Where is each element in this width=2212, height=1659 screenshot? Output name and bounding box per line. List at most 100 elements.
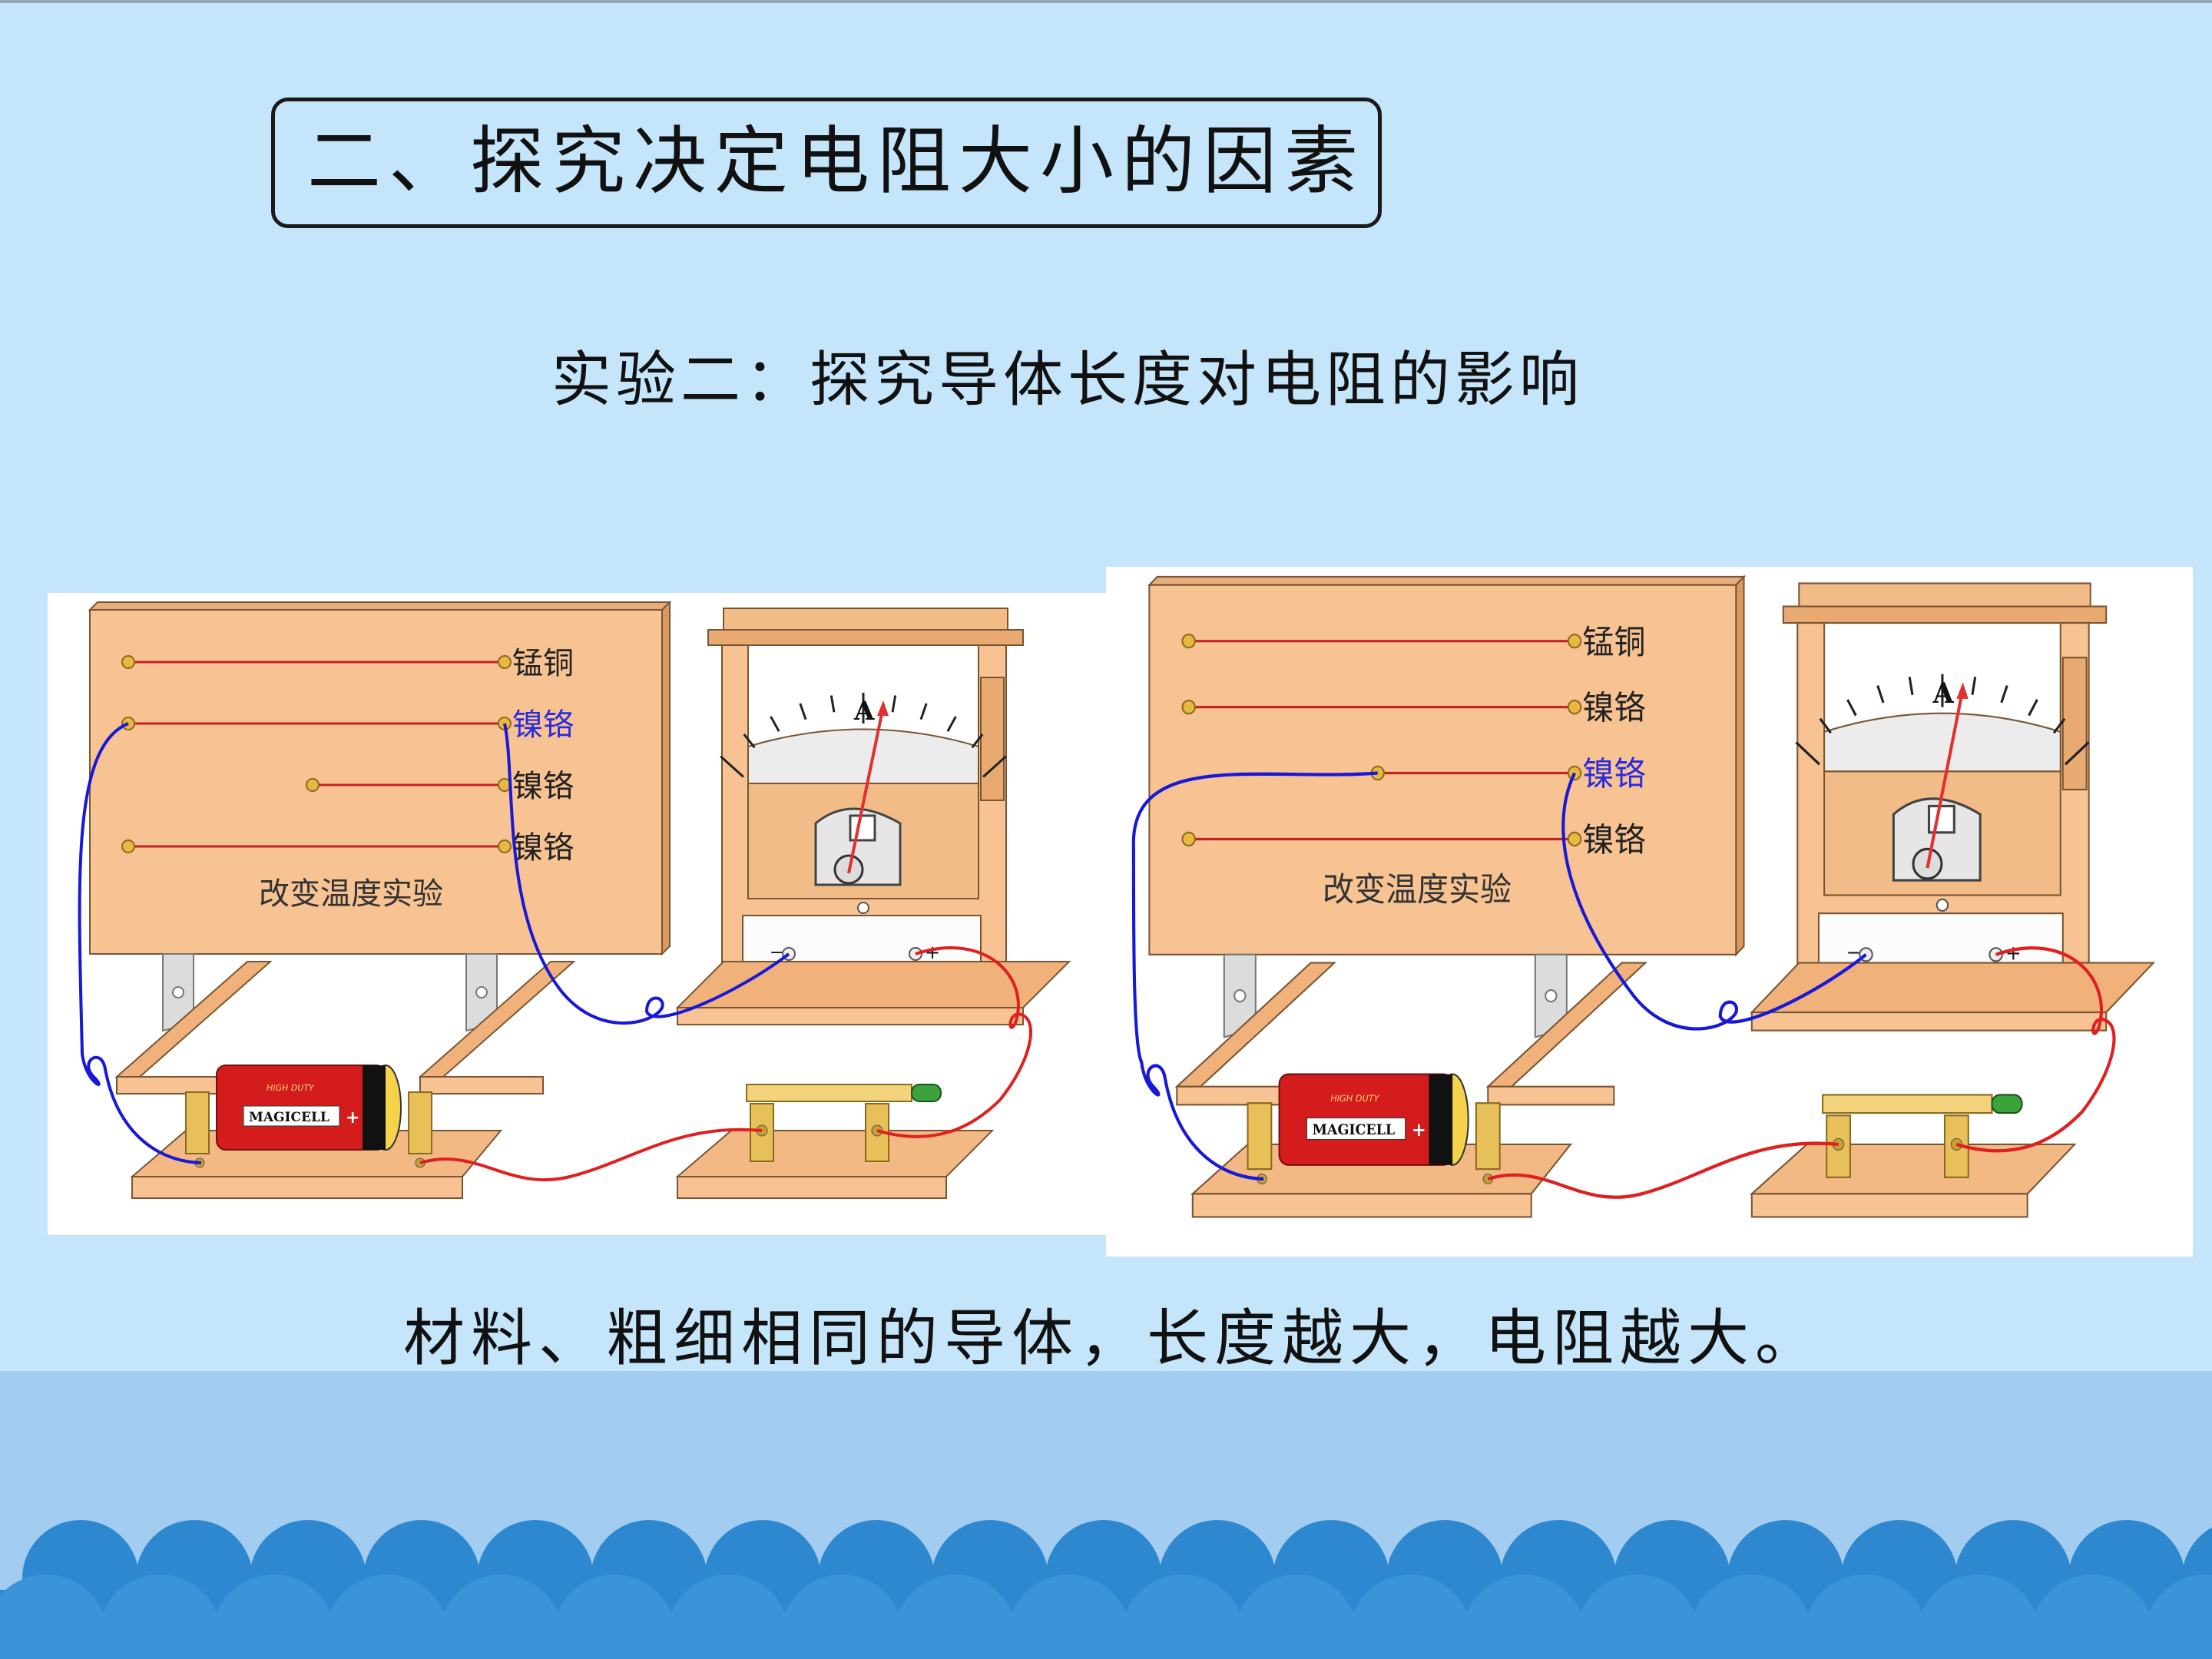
binding-post: [1181, 699, 1196, 715]
switch-platform-top: [675, 1130, 995, 1177]
wave-scallop: [1917, 1575, 2040, 1659]
terminal-plus-label: +: [925, 942, 940, 963]
wire-label: 镍铬: [512, 707, 574, 743]
battery-clip-left: [185, 1091, 210, 1154]
board-side-edge: [661, 600, 671, 956]
wave-scallop: [98, 1575, 221, 1659]
binding-post: [1567, 831, 1582, 847]
ammeter-top: [1798, 582, 2091, 608]
ammeter-pivot: [1927, 804, 1955, 834]
ammeter-tick: [830, 695, 836, 713]
ammeter-tick: [2000, 685, 2008, 704]
battery-plus: +: [1412, 1121, 1426, 1141]
ammeter-pivot: [849, 814, 876, 842]
board-side-edge: [1735, 575, 1745, 957]
wave-scallop: [1008, 1575, 1131, 1659]
ammeter-tick: [799, 703, 807, 720]
connecting-wire-blue: [1561, 772, 1867, 1031]
ammeter-tick: [946, 716, 957, 732]
ammeter-side-panel: [980, 677, 1005, 801]
wire-label: 锰铜: [512, 646, 574, 681]
wave-scallop: [1576, 1575, 1699, 1659]
wave-scallop: [2031, 1575, 2154, 1659]
ammeter-scale-arc: [1823, 712, 2061, 773]
ammeter-tick: [971, 733, 984, 749]
ammeter-tick: [1908, 677, 1914, 695]
ammeter-tick: [1971, 677, 1977, 695]
wire-label: 镍铬: [512, 830, 574, 866]
ammeter-side-panel: [2061, 657, 2088, 791]
board-label: 改变温度实验: [1323, 870, 1512, 909]
slide-title: 二、探究决定电阻大小的因素: [307, 118, 1366, 204]
ammeter-zero-screw: [1936, 898, 1949, 912]
battery-plus: +: [346, 1108, 359, 1128]
ammeter-symbol: A: [853, 696, 875, 727]
binding-post: [306, 778, 320, 792]
binding-post: [1567, 634, 1582, 649]
switch-platform: [1750, 1193, 2028, 1218]
battery-label-box: [243, 1105, 340, 1127]
conclusion-text: 材料、粗细相同的导体，长度越大，电阻越大。: [403, 1303, 1823, 1374]
ammeter-needle: [847, 706, 885, 874]
wave-scallop: [1235, 1575, 1358, 1659]
needle-tip: [1956, 682, 1969, 699]
ammeter-base: [677, 1007, 1024, 1025]
wave-scallop: [1462, 1575, 1585, 1659]
wave-scallop: [439, 1575, 562, 1659]
ammeter-tick: [2052, 717, 2066, 734]
battery-band: [1429, 1074, 1453, 1165]
battery-brand: MAGICELL: [1313, 1122, 1396, 1138]
wave-scallop: [667, 1575, 790, 1659]
board-foot-base: [1487, 1085, 1615, 1106]
connecting-wire-red: [1955, 946, 2116, 1153]
bracket-screw: [1233, 988, 1247, 1003]
connecting-wire-red: [1487, 1141, 1839, 1199]
wave-scallop: [212, 1575, 335, 1659]
wave-scallop: [0, 1575, 108, 1659]
battery-platform: [131, 1176, 463, 1199]
battery-clip-right: [408, 1091, 432, 1154]
binding-post: [121, 655, 135, 669]
ammeter-tick: [1819, 717, 1832, 734]
connecting-wire-blue: [1131, 771, 1378, 1181]
ammeter-scale-arc: [747, 728, 979, 784]
switch-blade: [1822, 1094, 1993, 1114]
binding-post: [1181, 634, 1196, 649]
wave-scallop: [553, 1575, 676, 1659]
binding-post: [498, 655, 512, 669]
battery-top-text: HIGH DUTY: [1330, 1093, 1379, 1104]
board-label: 改变温度实验: [259, 876, 443, 912]
terminal-minus-label: −: [1846, 943, 1861, 964]
binding-post: [121, 839, 135, 853]
binding-post: [1567, 699, 1582, 715]
ammeter-tick: [919, 703, 928, 720]
connecting-wire-blue: [78, 722, 202, 1164]
wave-scallop: [894, 1575, 1017, 1659]
ammeter-tick: [1795, 741, 1820, 766]
needle-tip: [877, 700, 889, 716]
ammeter-zero-screw: [857, 902, 869, 914]
wave-scallop: [780, 1575, 903, 1659]
ammeter-base-top: [675, 961, 1071, 1008]
ammeter-top: [723, 608, 1008, 631]
top-border: [0, 0, 2212, 3]
ammeter-tick: [891, 695, 897, 713]
wave-decoration: [0, 1520, 2212, 1659]
ammeter-base: [1750, 1011, 2108, 1031]
switch-platform-top: [1750, 1143, 2077, 1195]
ammeter-symbol: A: [1932, 677, 1955, 710]
ammeter-tick: [770, 716, 780, 732]
title-box: [271, 98, 1382, 228]
connecting-wire-blue: [503, 723, 790, 1025]
ammeter-lid: [1782, 605, 2108, 624]
ammeter-tick: [2028, 699, 2038, 717]
ammeter-tick: [2064, 741, 2090, 766]
terminal-minus-label: −: [770, 943, 783, 962]
resistance-board: [1148, 584, 1737, 955]
